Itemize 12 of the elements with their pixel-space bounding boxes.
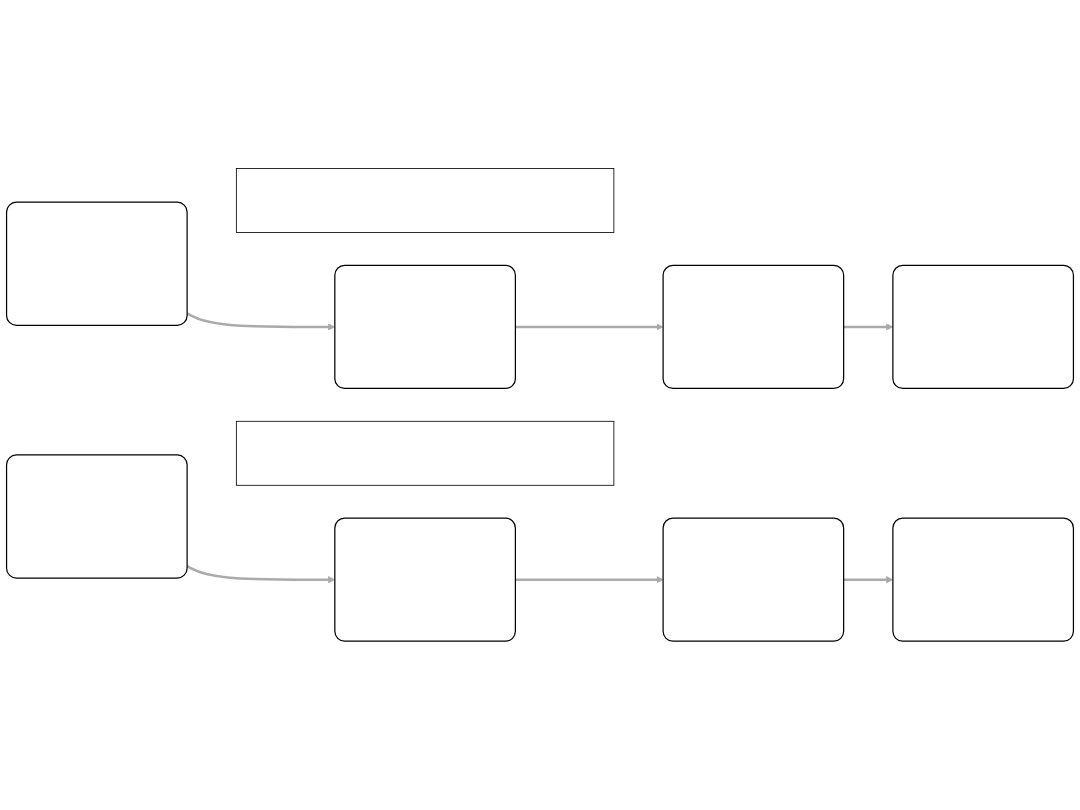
node-box bbox=[5, 454, 188, 579]
node-box bbox=[892, 264, 1075, 390]
node-box bbox=[892, 517, 1075, 642]
node-box bbox=[5, 201, 188, 326]
node-box bbox=[235, 421, 615, 486]
node-box bbox=[235, 168, 615, 234]
arrow bbox=[515, 323, 664, 331]
node-box bbox=[334, 517, 516, 642]
node-box bbox=[334, 264, 516, 390]
node-box bbox=[662, 517, 845, 642]
node-box bbox=[662, 264, 845, 390]
arrow bbox=[515, 576, 664, 584]
